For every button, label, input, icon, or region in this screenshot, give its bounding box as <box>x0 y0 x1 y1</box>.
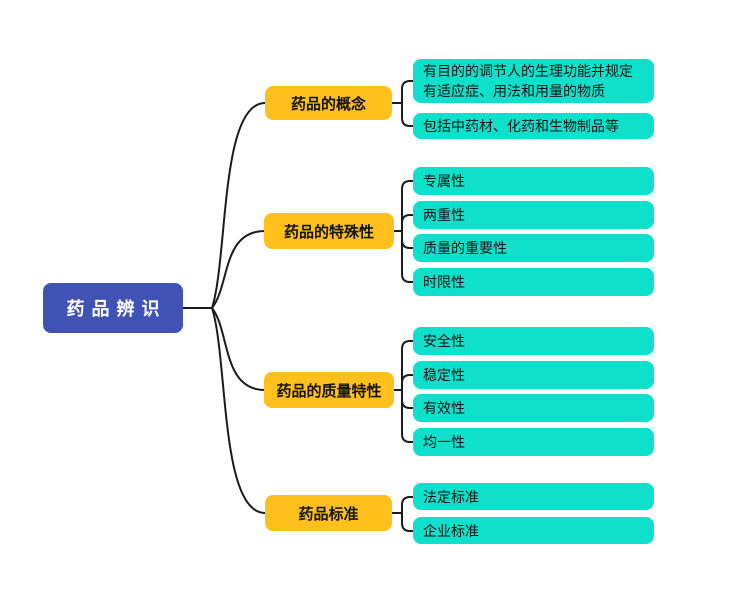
edge-root-branch2 <box>211 230 266 309</box>
child-node-3-2[interactable]: 稳定性 <box>413 361 654 389</box>
edge-branch2-child2 <box>401 214 415 232</box>
edge-branch1-child1 <box>401 80 415 104</box>
edge-branch4-child2 <box>401 512 415 532</box>
edge-branch2-child1 <box>401 180 415 232</box>
edge-branch1-child2 <box>401 102 415 127</box>
child-node-2-2[interactable]: 两重性 <box>413 201 654 229</box>
edge-branch3-child1 <box>401 340 415 391</box>
child-node-4-1[interactable]: 法定标准 <box>413 483 654 510</box>
child-node-2-3[interactable]: 质量的重要性 <box>413 234 654 262</box>
edge-root-branch1 <box>211 102 266 309</box>
edge-branch2-child4 <box>401 230 415 283</box>
child-node-3-3[interactable]: 有效性 <box>413 394 654 422</box>
edge-branch3-child2 <box>401 374 415 391</box>
root-node[interactable]: 药品辨识 <box>43 283 183 333</box>
child-node-3-1[interactable]: 安全性 <box>413 327 654 355</box>
edge-branch3-child4 <box>401 389 415 443</box>
child-node-2-1[interactable]: 专属性 <box>413 167 654 195</box>
child-node-4-2[interactable]: 企业标准 <box>413 517 654 544</box>
child-node-1-2[interactable]: 包括中药材、化药和生物制品等 <box>413 113 654 139</box>
child-node-1-1[interactable]: 有目的的调节人的生理功能并规定有适应症、用法和用量的物质 <box>413 59 654 103</box>
branch-node-particularity[interactable]: 药品的特殊性 <box>264 213 394 249</box>
branch-node-concept[interactable]: 药品的概念 <box>265 86 392 120</box>
child-node-2-4[interactable]: 时限性 <box>413 268 654 296</box>
edge-root-branch3 <box>211 307 266 391</box>
child-node-3-4[interactable]: 均一性 <box>413 428 654 456</box>
edge-root-branch4 <box>211 307 266 514</box>
branch-node-standard[interactable]: 药品标准 <box>265 495 392 531</box>
edge-branch4-child1 <box>401 496 415 514</box>
branch-node-quality[interactable]: 药品的质量特性 <box>264 372 394 408</box>
